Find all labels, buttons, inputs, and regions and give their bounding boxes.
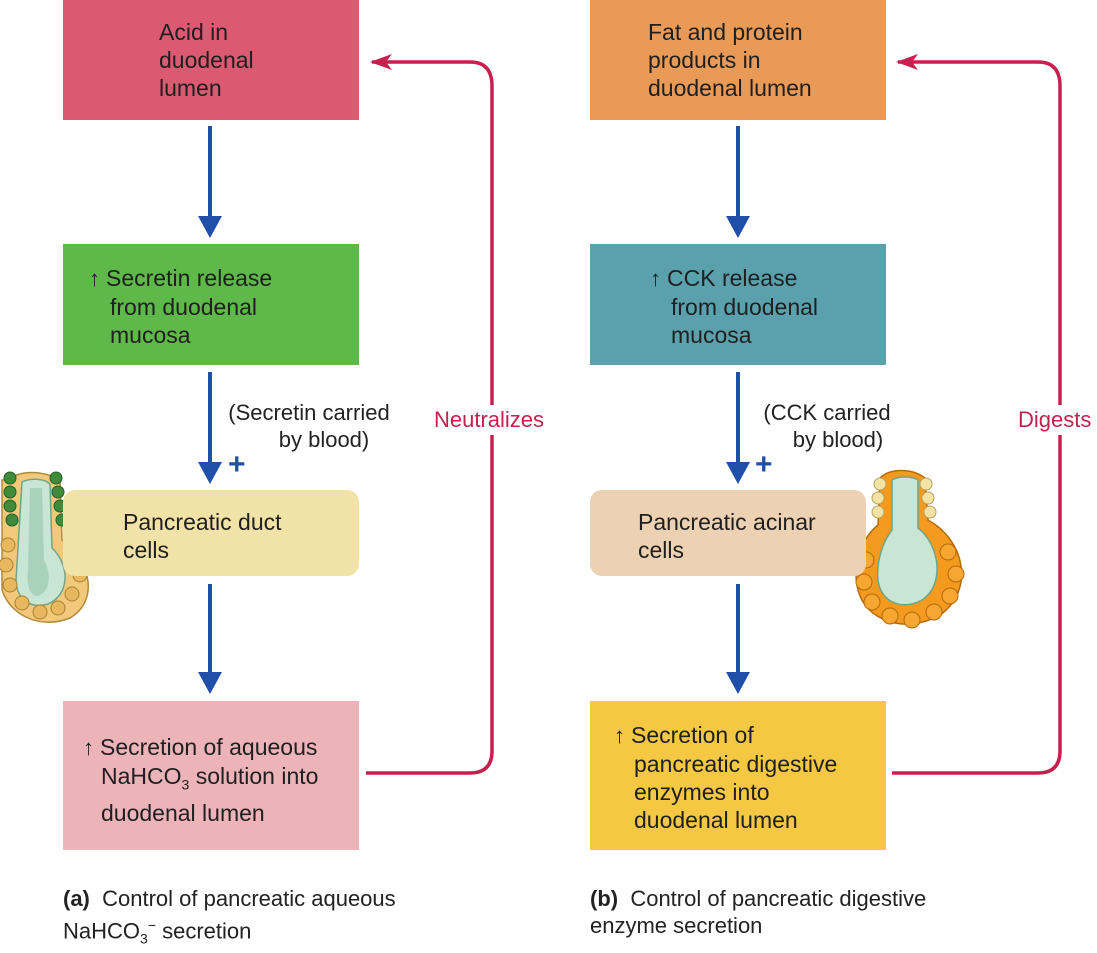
box-secretin-release: ↑Secretin release from duodenal mucosa xyxy=(63,244,359,365)
box-pancreatic-acinar-cells: Pancreatic acinar cells xyxy=(590,490,866,576)
superscript: − xyxy=(147,917,156,933)
box-text-line: cells xyxy=(123,537,170,563)
caption-tag: (b) xyxy=(590,886,619,911)
caption-segment: NaHCO xyxy=(63,918,141,944)
subscript: 3 xyxy=(140,930,148,947)
increase-arrow-icon: ↑ xyxy=(614,723,625,748)
flow-arrow-b2 xyxy=(726,372,750,484)
increase-arrow-icon: ↑ xyxy=(650,266,661,291)
flow-arrow-a3 xyxy=(198,584,222,694)
box-text-line: Pancreatic acinar xyxy=(638,509,816,535)
box-text-line: pancreatic digestive xyxy=(634,751,838,777)
box-text-line: CCK release xyxy=(667,265,798,291)
caption-line: Control of pancreatic aqueous xyxy=(102,886,396,911)
caption-line: enzyme secretion xyxy=(590,913,763,938)
note-cck-carried-by-blood: (CCK carried by blood) xyxy=(752,399,902,453)
stimulates-plus-sign: + xyxy=(755,448,773,481)
box-secretion-enzymes: ↑Secretion of pancreatic digestive enzym… xyxy=(590,701,886,850)
feedback-label-neutralizes: Neutralizes xyxy=(432,405,547,435)
increase-arrow-icon: ↑ xyxy=(89,266,100,291)
flow-arrow-b1 xyxy=(726,126,750,238)
box-text-line: mucosa xyxy=(671,322,752,348)
box-text-line: Secretion of aqueous xyxy=(100,734,318,760)
box-acid-in-duodenal-lumen: Acid in duodenal lumen xyxy=(63,0,359,120)
note-line: by blood) xyxy=(792,427,884,452)
box-secretion-aqueous: ↑Secretion of aqueous NaHCO3 solution in… xyxy=(63,701,359,850)
box-cck-release: ↑CCK release from duodenal mucosa xyxy=(590,244,886,365)
note-secretin-carried-by-blood: (Secretin carried by blood) xyxy=(224,399,394,453)
box-text-line: cells xyxy=(638,537,685,563)
note-line: (CCK carried xyxy=(763,400,891,425)
box-text-line: duodenal lumen xyxy=(648,75,812,101)
box-text-line: Pancreatic duct xyxy=(123,509,282,535)
feedback-label-digests: Digests xyxy=(1016,405,1094,435)
subscript: 3 xyxy=(181,776,190,793)
box-text-line: Fat and protein xyxy=(648,19,803,45)
caption-line: Control of pancreatic digestive xyxy=(630,886,927,911)
flow-arrow-a1 xyxy=(198,126,222,238)
caption-panel-b: (b) Control of pancreatic digestive enzy… xyxy=(590,885,926,939)
box-fat-protein-products: Fat and protein products in duodenal lum… xyxy=(590,0,886,120)
box-text-line: products in xyxy=(648,47,761,73)
box-text-line: duodenal lumen xyxy=(101,799,265,826)
box-text-segment: solution into xyxy=(189,763,319,789)
caption-segment: secretion xyxy=(156,918,252,944)
flow-arrow-a2 xyxy=(198,372,222,484)
box-pancreatic-duct-cells: Pancreatic duct cells xyxy=(63,490,359,576)
increase-arrow-icon: ↑ xyxy=(83,735,94,760)
box-text-line: Secretin release xyxy=(106,265,273,291)
flow-arrow-b3 xyxy=(726,584,750,694)
box-text-line: enzymes into xyxy=(634,779,770,805)
caption-tag: (a) xyxy=(63,886,90,911)
box-text-line: duodenal xyxy=(159,47,254,73)
box-text-line: from duodenal xyxy=(110,294,258,320)
acinar-cells-illustration xyxy=(855,469,965,629)
caption-panel-a: (a) Control of pancreatic aqueous NaHCO3… xyxy=(63,885,396,953)
note-line: (Secretin carried xyxy=(228,400,390,425)
box-text-segment: NaHCO xyxy=(101,763,182,789)
box-text-line: duodenal lumen xyxy=(634,807,798,833)
note-line: by blood) xyxy=(278,427,370,452)
box-text-line: lumen xyxy=(159,75,222,101)
stimulates-plus-sign: + xyxy=(228,448,246,481)
box-text-line: from duodenal xyxy=(671,294,819,320)
box-text-line: Acid in xyxy=(159,19,229,45)
box-text-line: Secretion of xyxy=(631,722,754,748)
box-text-line: mucosa xyxy=(110,322,191,348)
